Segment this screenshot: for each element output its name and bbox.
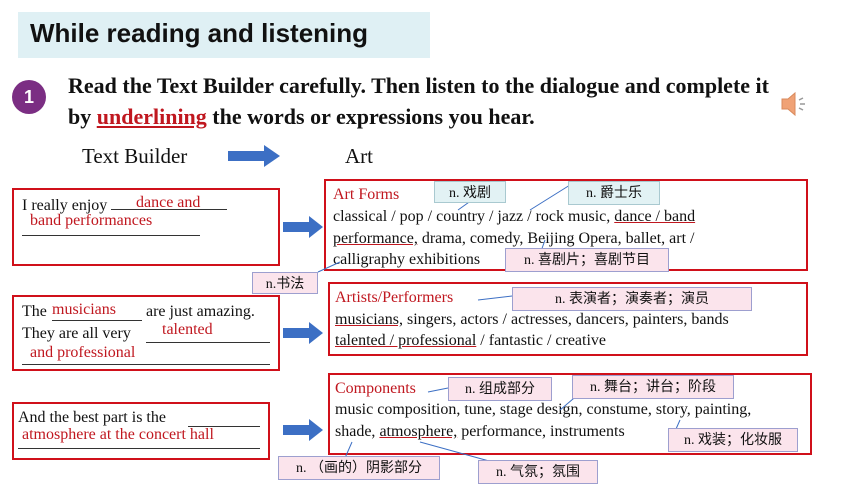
box2-all-very: They are all very <box>22 325 131 342</box>
components-line-2: shade, atmosphere, performance, instrume… <box>335 423 625 440</box>
art-forms-line-3: calligraphy exhibitions <box>333 251 481 268</box>
gloss-performer: n. 表演者；演奏者；演员 <box>512 287 752 311</box>
step-number-badge: 1 <box>12 80 46 114</box>
box2-blank-1 <box>52 306 142 321</box>
art-forms-line-1: classical / pop / country / jazz / rock … <box>333 208 696 225</box>
box2-answer-professional: and professional <box>30 344 136 361</box>
title-banner <box>18 12 430 58</box>
instruction-underlined-word: underlining <box>96 104 207 129</box>
gloss-jazz: n. 爵士乐 <box>568 181 660 205</box>
gloss-costume: n. 戏装；化妆服 <box>668 428 798 452</box>
art-label: Art <box>345 144 373 168</box>
arrow-right-icon <box>228 145 280 167</box>
builder-box-best-part <box>12 402 270 460</box>
art-forms-line-2: performance, drama, comedy, Beijing Oper… <box>333 230 695 247</box>
gloss-comedy: n. 喜剧片；喜剧节目 <box>505 248 669 272</box>
gloss-stage: n. 舞台；讲台；阶段 <box>572 375 734 399</box>
artists-line-1: musicians, singers, actors / actresses, … <box>335 311 729 328</box>
art-forms-heading: Art Forms <box>333 186 400 203</box>
gloss-component: n. 组成部分 <box>448 377 552 401</box>
arrow-right-icon <box>283 216 323 238</box>
gloss-atmosphere: n. 气氛；氛围 <box>478 460 598 484</box>
text-builder-label: Text Builder <box>82 144 188 168</box>
gloss-drama: n. 戏剧 <box>434 181 506 203</box>
components-heading: Components <box>335 380 416 397</box>
box2-answer-musicians: musicians <box>52 301 116 318</box>
components-line-1: music composition, tune, stage design, c… <box>335 401 752 418</box>
box1-answer-1: dance and <box>136 194 201 211</box>
box2-blank-3 <box>22 350 270 365</box>
page-title: While reading and listening <box>30 18 369 48</box>
instruction-text: Read the Text Builder carefully. Then li… <box>68 70 788 132</box>
box2-answer-talented: talented <box>162 321 213 338</box>
box1-prefix: I really enjoy <box>22 195 228 215</box>
builder-box-musicians <box>12 295 280 371</box>
box3-prefix: And the best part is the <box>18 409 166 426</box>
arrow-right-icon <box>283 419 323 441</box>
instruction-part-1: Read the Text Builder carefully. Then li… <box>68 73 769 129</box>
box3-answer: atmosphere at the concert hall <box>22 426 214 443</box>
box1-answer-2: band performances <box>30 212 153 229</box>
box2-amazing: are just amazing. <box>146 303 255 320</box>
gloss-calligraphy: n.书法 <box>252 272 318 294</box>
gloss-shade: n. （画的）阴影部分 <box>278 456 440 480</box>
arrow-right-icon <box>283 322 323 344</box>
box1-blank-line <box>22 221 200 236</box>
box2-the: The <box>22 303 47 320</box>
box3-blank-2 <box>18 434 260 449</box>
box2-blank-2 <box>146 328 270 343</box>
builder-box-enjoy <box>12 188 280 266</box>
artists-heading: Artists/Performers <box>335 289 454 306</box>
speaker-icon[interactable] <box>778 88 810 120</box>
box3-blank-1 <box>188 412 260 427</box>
artists-line-2: talented / professional / fantastic / cr… <box>335 332 607 349</box>
instruction-part-2: the words or expressions you hear. <box>206 104 535 129</box>
